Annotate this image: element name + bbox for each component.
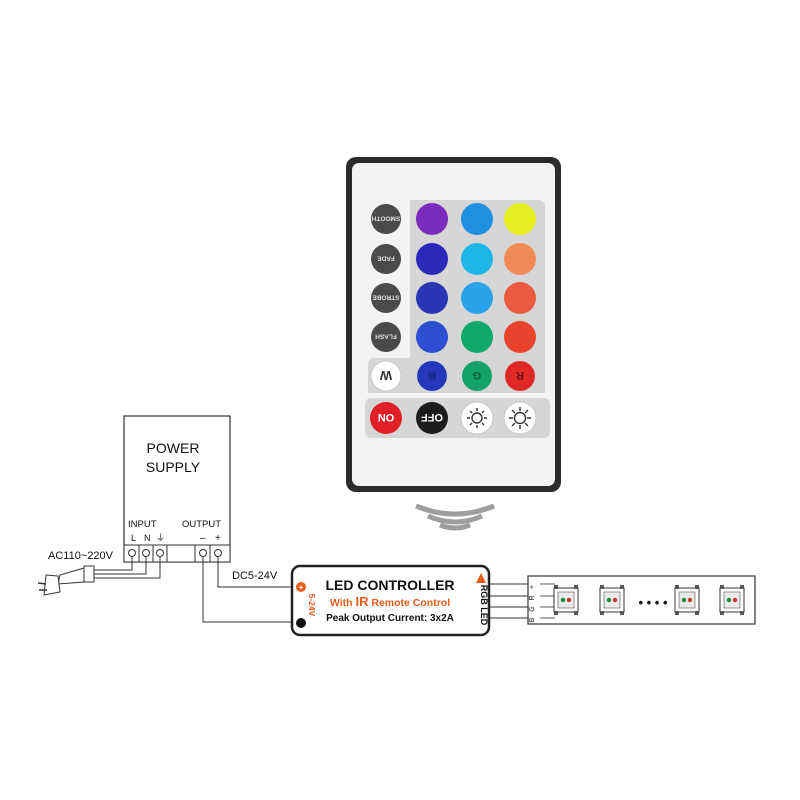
white-button-label: W (379, 368, 392, 383)
side-button-column: SMOOTH FADE STROBE FLASH (371, 204, 401, 352)
plus-terminal-icon (296, 582, 306, 592)
color-button[interactable] (504, 203, 536, 235)
strip-label-b: B (529, 617, 536, 622)
dc-wires (202, 557, 296, 623)
off-button[interactable] (416, 402, 448, 434)
terminal-plus-label: + (215, 533, 221, 544)
led-strip-outline (527, 575, 756, 625)
blue-button-label: B (428, 369, 436, 381)
red-button[interactable] (505, 361, 535, 391)
color-button[interactable] (416, 321, 448, 353)
color-button[interactable] (504, 282, 536, 314)
led-controller: + 5-24V LED CONTROLLER With IR Remote Co… (290, 564, 491, 637)
power-supply-title-line1: POWER (147, 440, 200, 456)
green-button-label: G (473, 369, 482, 381)
strip-continuation-dots: • • • • (638, 595, 667, 610)
controller-subtitle: With IR Remote Control (330, 594, 450, 609)
led-chip (553, 585, 579, 615)
led-chip (674, 585, 700, 615)
strip-label-g: G (529, 606, 536, 611)
color-button[interactable] (504, 243, 536, 275)
terminal-l-label: L (131, 533, 136, 543)
ir-remote: SMOOTH FADE STROBE FLASH W B G R ON OFF (346, 157, 561, 492)
green-button[interactable] (462, 361, 492, 391)
plug-icon (37, 565, 95, 596)
led-chip (599, 585, 625, 615)
color-button[interactable] (416, 282, 448, 314)
controller-title: LED CONTROLLER (325, 577, 454, 593)
color-button[interactable] (461, 203, 493, 235)
terminal-ground-label: ⏚ (156, 533, 165, 543)
color-button[interactable] (416, 243, 448, 275)
power-supply: POWER SUPPLY INPUT OUTPUT L N ⏚ – + (123, 415, 231, 563)
input-label: INPUT (128, 519, 157, 530)
output-label: OUTPUT (182, 519, 221, 530)
color-button[interactable] (504, 321, 536, 353)
warning-triangle-icon (476, 573, 486, 583)
power-supply-title-line2: SUPPLY (146, 459, 201, 475)
off-button-label: OFF (421, 411, 443, 423)
color-button[interactable] (461, 321, 493, 353)
color-button[interactable] (461, 282, 493, 314)
side-button-label: FLASH (375, 333, 397, 340)
dc-voltage-label: DC5-24V (232, 570, 278, 582)
remote-battery-tab (440, 486, 468, 492)
blue-button[interactable] (417, 361, 447, 391)
color-button[interactable] (416, 203, 448, 235)
strip-label-plus: + (529, 585, 536, 589)
sun-small-icon (467, 408, 487, 428)
mains-cable (90, 557, 161, 579)
side-button-label: SMOOTH (371, 215, 400, 222)
color-button[interactable] (461, 243, 493, 275)
controller-voltage-label: 5-24V (307, 594, 317, 617)
terminal-minus-label: – (200, 533, 206, 544)
on-button-label: ON (378, 411, 395, 423)
strip-rails (540, 583, 555, 619)
brightness-up-button[interactable] (503, 401, 537, 435)
rgbw-row: W B G R (370, 360, 535, 392)
terminal-n-label: N (144, 533, 151, 543)
controller-output-label: RGB LED (479, 585, 489, 626)
controller-box (290, 564, 491, 637)
svg-text:+: + (299, 583, 304, 592)
side-button-label: FADE (377, 255, 395, 262)
color-button-grid (416, 203, 536, 353)
side-button-strobe[interactable] (371, 283, 401, 313)
sun-large-icon (509, 407, 531, 429)
red-button-label: R (516, 369, 524, 381)
power-row: ON OFF (370, 401, 537, 435)
on-button[interactable] (370, 402, 402, 434)
led-chip-group (553, 585, 745, 615)
controller-peak-current: Peak Output Current: 3x2A (326, 613, 454, 624)
led-chip (719, 585, 745, 615)
color-panel (368, 200, 545, 393)
mains-voltage-label: AC110~220V (48, 550, 114, 562)
led-strip: + R G B • • • • (527, 575, 756, 625)
terminal-block (123, 544, 231, 563)
white-button[interactable] (370, 360, 402, 392)
side-button-smooth[interactable] (371, 204, 401, 234)
bottom-panel (365, 398, 550, 438)
side-button-label: STROBE (372, 294, 400, 301)
minus-terminal-icon (296, 618, 306, 628)
side-button-flash[interactable] (371, 322, 401, 352)
strip-label-r: R (529, 595, 536, 600)
output-wires (489, 583, 530, 619)
side-button-fade[interactable] (371, 244, 401, 274)
ir-signal-icon (415, 503, 495, 531)
brightness-down-button[interactable] (460, 401, 494, 435)
